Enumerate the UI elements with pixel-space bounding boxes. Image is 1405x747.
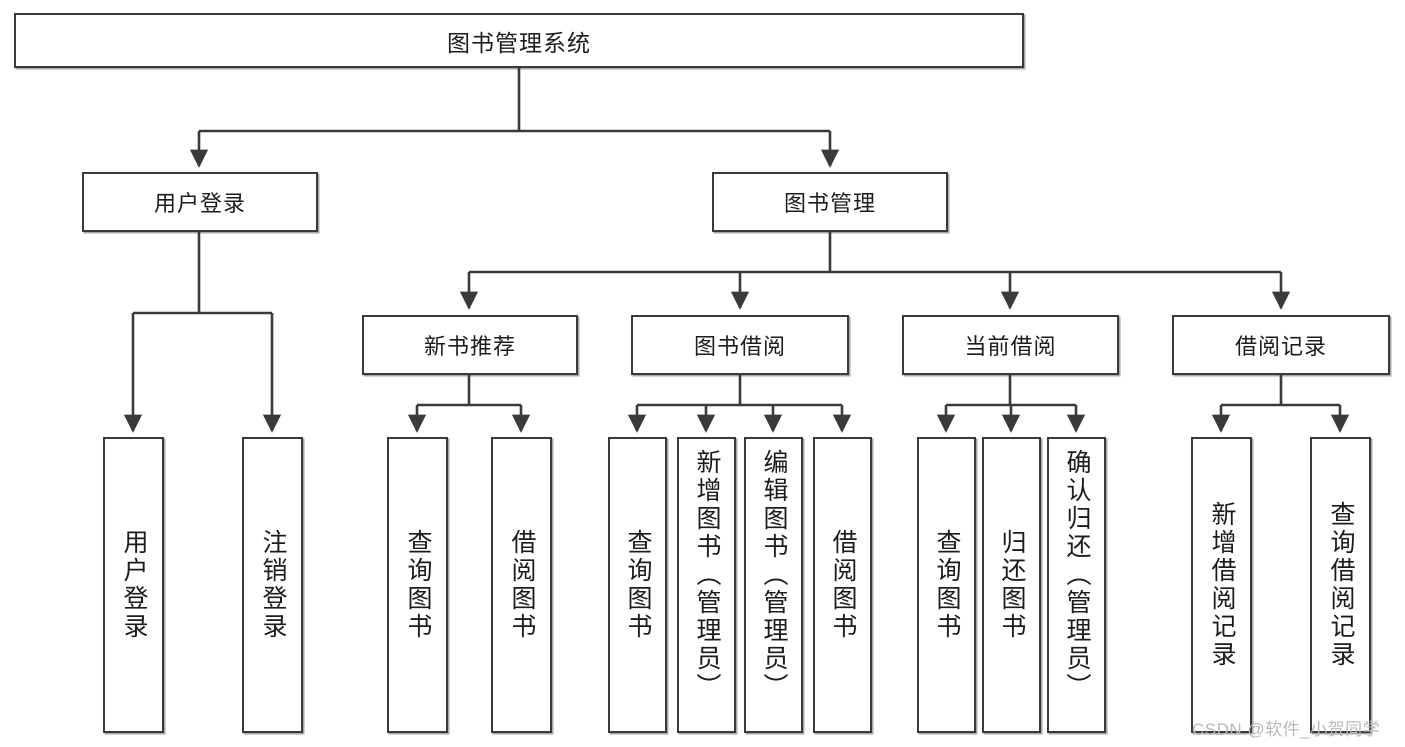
node-root-label: 图书管理系统	[447, 29, 591, 56]
node-root[interactable]: 图书管理系统	[14, 13, 1024, 68]
leaf-edit-book-label: 编辑图书（管理员）	[760, 449, 788, 701]
leaf-add-record-label: 新增借阅记录	[1208, 501, 1236, 669]
csdn-watermark: CSDN @软件_小贺同学	[1192, 720, 1381, 739]
leaf-query-book-1-label: 查询图书	[404, 529, 432, 641]
leaf-user-login[interactable]: 用户登录	[103, 437, 164, 733]
leaf-add-book[interactable]: 新增图书（管理员）	[677, 437, 736, 733]
leaf-query-record-label: 查询借阅记录	[1327, 501, 1355, 669]
leaf-query-book-3-label: 查询图书	[933, 529, 961, 641]
node-new-book-rec-label: 新书推荐	[423, 334, 516, 359]
leaf-add-book-label: 新增图书（管理员）	[693, 449, 721, 701]
node-book-borrow-label: 图书借阅	[693, 334, 786, 359]
leaf-borrow-book-1-label: 借阅图书	[508, 529, 536, 641]
leaf-user-login-label: 用户登录	[120, 529, 148, 641]
leaf-query-book-2-label: 查询图书	[624, 529, 652, 641]
leaf-return-book[interactable]: 归还图书	[982, 437, 1041, 733]
node-user-login[interactable]: 用户登录	[82, 172, 318, 232]
leaf-logout-login-label: 注销登录	[259, 529, 287, 641]
leaf-borrow-book-2-label: 借阅图书	[829, 529, 857, 641]
node-current-borrow[interactable]: 当前借阅	[902, 315, 1119, 375]
leaf-edit-book[interactable]: 编辑图书（管理员）	[744, 437, 803, 733]
leaf-borrow-book-2[interactable]: 借阅图书	[813, 437, 872, 733]
node-book-manage[interactable]: 图书管理	[712, 172, 948, 232]
node-new-book-rec[interactable]: 新书推荐	[362, 315, 578, 375]
node-borrow-record-label: 借阅记录	[1234, 334, 1327, 359]
leaf-query-book-2[interactable]: 查询图书	[608, 437, 667, 733]
leaf-borrow-book-1[interactable]: 借阅图书	[491, 437, 552, 733]
node-borrow-record[interactable]: 借阅记录	[1172, 315, 1390, 375]
leaf-return-book-label: 归还图书	[998, 529, 1026, 641]
node-book-borrow[interactable]: 图书借阅	[631, 315, 849, 375]
node-book-manage-label: 图书管理	[783, 191, 876, 216]
leaf-query-book-3[interactable]: 查询图书	[917, 437, 976, 733]
node-user-login-label: 用户登录	[153, 191, 246, 216]
node-current-borrow-label: 当前借阅	[964, 334, 1057, 359]
leaf-query-book-1[interactable]: 查询图书	[387, 437, 448, 733]
leaf-logout-login[interactable]: 注销登录	[242, 437, 303, 733]
leaf-confirm-return[interactable]: 确认归还（管理员）	[1047, 437, 1106, 733]
leaf-add-record[interactable]: 新增借阅记录	[1191, 437, 1252, 733]
leaf-query-record[interactable]: 查询借阅记录	[1310, 437, 1371, 733]
leaf-confirm-return-label: 确认归还（管理员）	[1063, 449, 1091, 701]
